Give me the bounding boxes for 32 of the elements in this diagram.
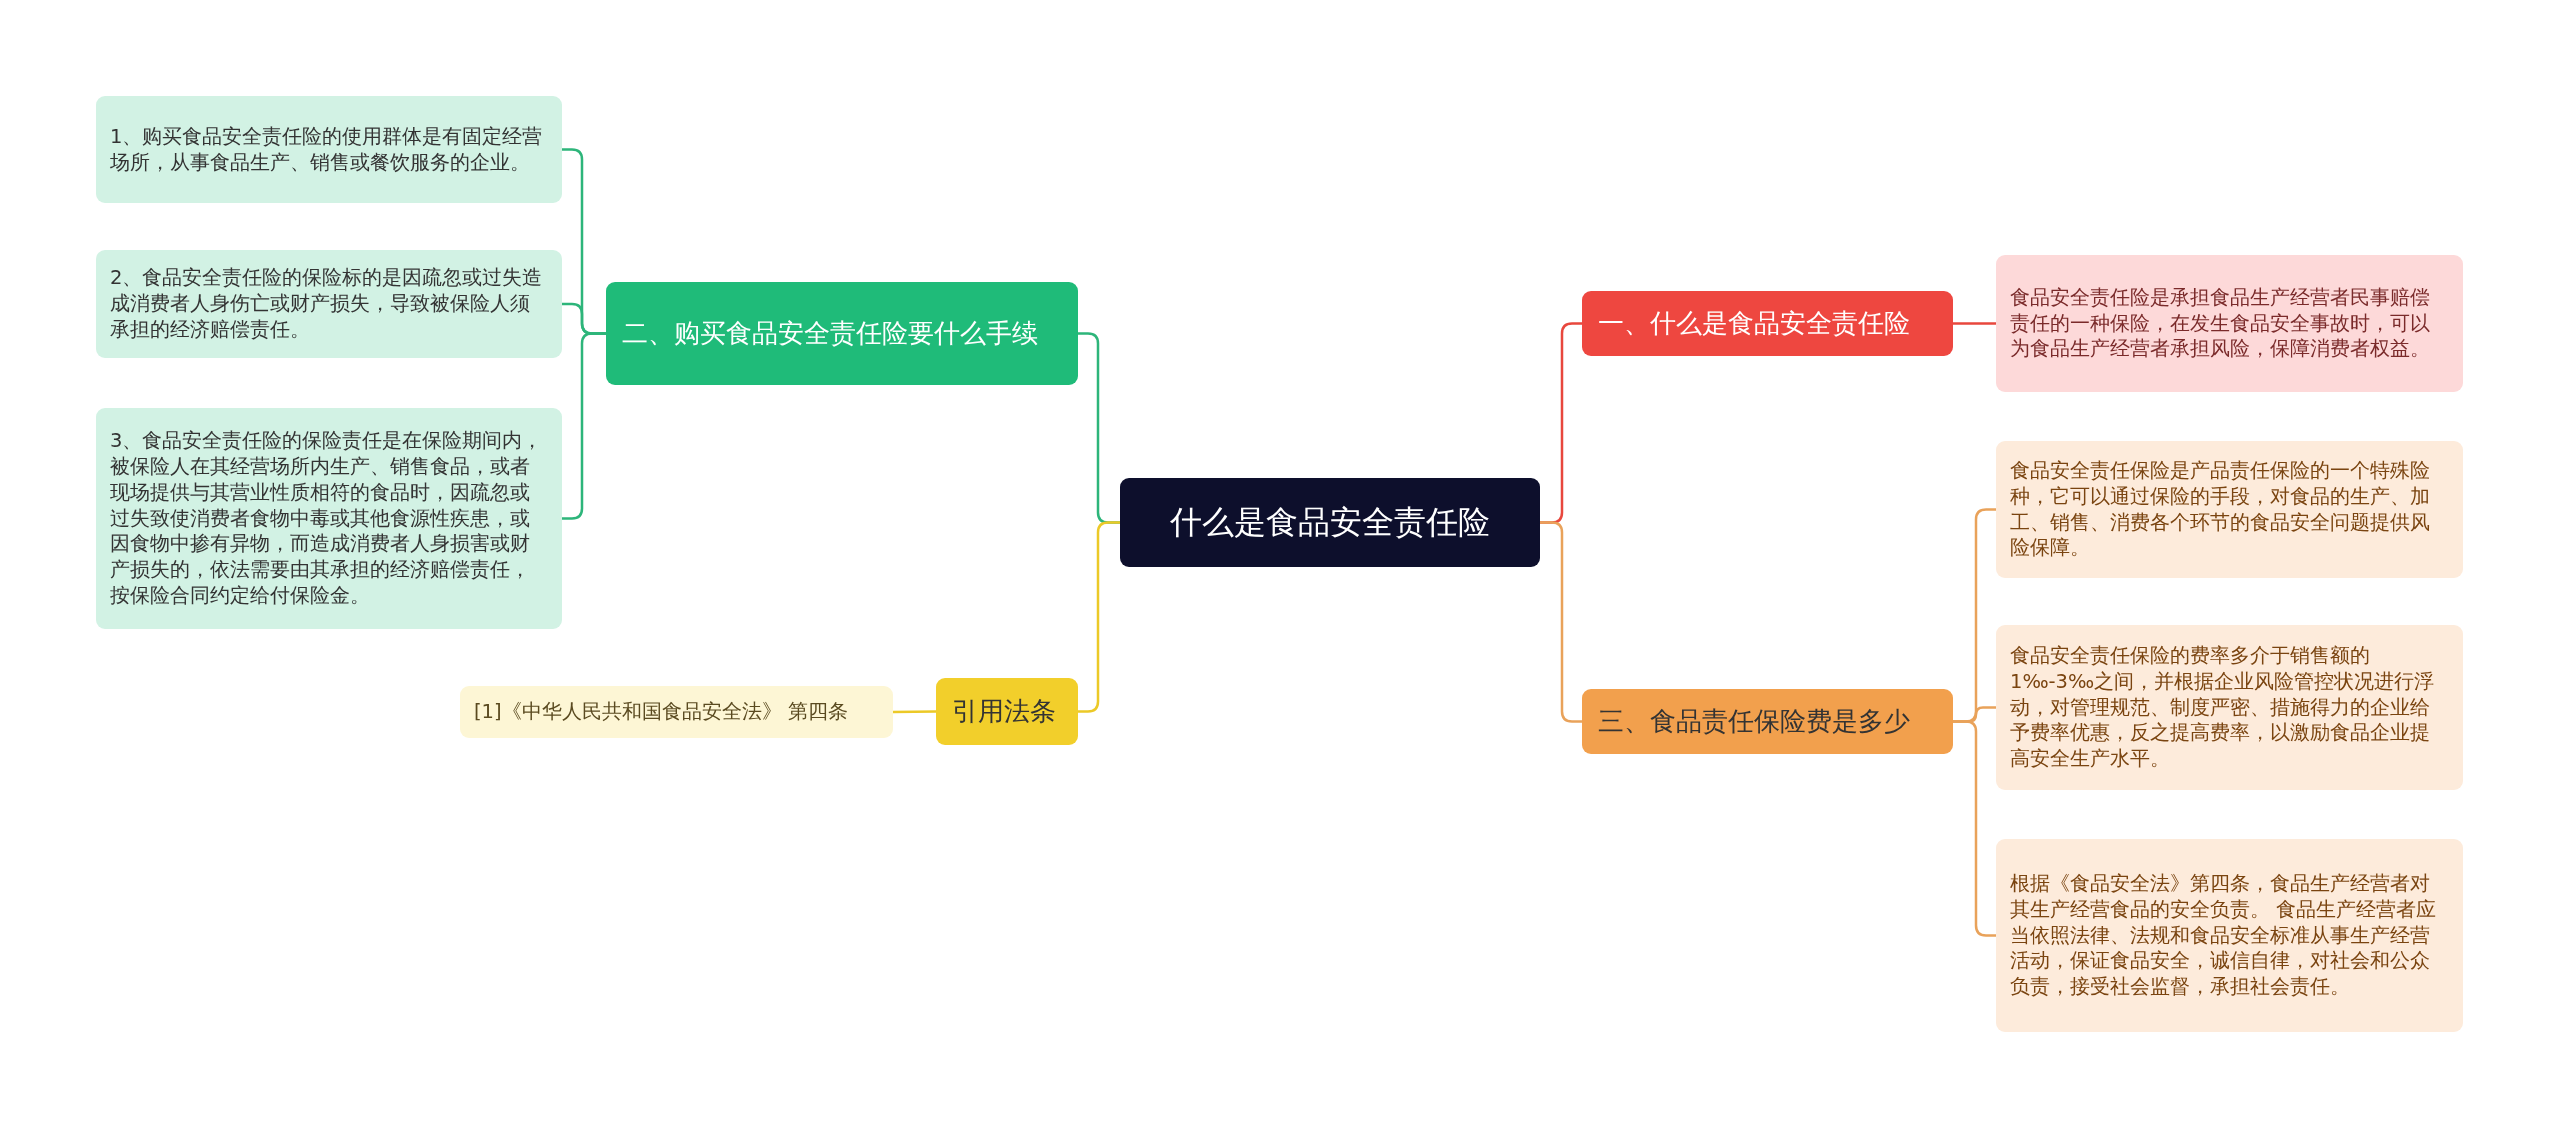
detail-note xyxy=(96,408,562,629)
branch-topic xyxy=(936,678,1078,745)
detail-note xyxy=(1996,625,2463,790)
connector-line xyxy=(893,710,936,714)
topic-text: 根据《食品安全法》第四条，食品生产经营者对其生产经营食品的安全负责。 食品生产经营者应当依照法律、法规和食品安全标准从事生产经营活动，保证食品安全，诚信自律，对社会和公众负责，接受社会监督，承担社会责任。 xyxy=(2010,871,2438,1000)
connector-line xyxy=(1953,720,1996,937)
topic-text: 食品安全责任险是承担食品生产经营者民事赔偿责任的一种保险，在发生食品安全事故时，可以为食品生产经营者承担风险，保障消费者权益。 xyxy=(2010,284,2431,363)
detail-note xyxy=(1996,839,2463,1032)
connector-line xyxy=(1540,521,1582,723)
detail-note xyxy=(1996,441,2463,578)
detail-note xyxy=(96,250,562,358)
topic-text: 3、食品安全责任险的保险责任是在保险期间内，被保险人在其经营场所内生产、销售食品，或者现场提供与其营业性质相符的食品时，因疏忽或过失致使消费者食物中毒或其他食源性疾患，或因食物中掺有异物，而造成消费者人身损害或财产损失的，依法需要由其承担的经济赔偿责任，按保险合同约定给付保险金。 xyxy=(110,428,544,609)
topic-text: 二、购买食品安全责任险要什么手续 xyxy=(622,316,1038,350)
topic-text: 引用法条 xyxy=(952,694,1056,728)
detail-note xyxy=(460,686,893,738)
detail-note xyxy=(1996,255,2463,392)
topic-text: 什么是食品安全责任险 xyxy=(1170,501,1490,543)
connector-line xyxy=(1953,322,1996,325)
topic-text: [1]《中华人民共和国食品安全法》 第四条 xyxy=(474,699,848,725)
branch-topic xyxy=(1582,291,1953,356)
connector-line xyxy=(1078,521,1120,713)
topic-text: 1、购买食品安全责任险的使用群体是有固定经营场所，从事食品生产、销售或餐饮服务的企业。 xyxy=(110,123,544,176)
branch-topic xyxy=(1582,689,1953,754)
topic-text: 一、什么是食品安全责任险 xyxy=(1598,306,1910,340)
branch-topic xyxy=(606,282,1078,385)
topic-text: 2、食品安全责任险的保险标的是因疏忽或过失造成消费者人身伤亡或财产损失，导致被保险人须承担的经济赔偿责任。 xyxy=(110,265,544,343)
topic-text: 三、食品责任保险费是多少 xyxy=(1598,704,1910,738)
detail-note xyxy=(96,96,562,203)
topic-text: 食品安全责任保险的费率多介于销售额的1‰-3‰之间，并根据企业风险管控状况进行浮动，对管理规范、制度严密、措施得力的企业给予费率优惠，反之提高费率，以激励食品企业提高安全生产水平。 xyxy=(2010,643,2436,772)
connector-line xyxy=(562,332,606,520)
central-topic xyxy=(1120,478,1540,567)
topic-text: 食品安全责任保险是产品责任保险的一个特殊险种，它可以通过保险的手段，对食品的生产、加工、销售、消费各个环节的食品安全问题提供风险保障。 xyxy=(2010,458,2431,561)
